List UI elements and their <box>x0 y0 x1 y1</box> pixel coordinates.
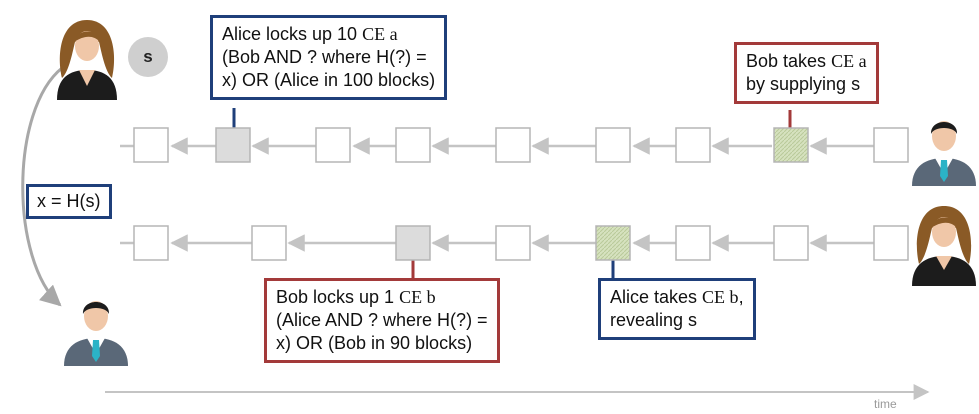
block-taken-ce-a <box>773 127 809 163</box>
block <box>595 127 631 163</box>
bob-lock-callout: Bob locks up 1 CE b (Alice AND ? where H… <box>264 278 500 363</box>
callout-line: Alice takes CE b, <box>610 287 744 307</box>
chain-a <box>120 127 909 163</box>
woman-avatar-icon <box>57 20 117 100</box>
block <box>675 225 711 261</box>
block <box>675 127 711 163</box>
hash-relation-text: x = H(s) <box>37 191 101 211</box>
block <box>315 127 351 163</box>
block <box>251 225 287 261</box>
block <box>133 127 169 163</box>
time-label: time <box>874 397 897 411</box>
man-avatar-icon <box>912 121 976 186</box>
block <box>395 127 431 163</box>
callout-line: (Alice AND ? where H(?) = <box>276 310 488 330</box>
man-avatar-icon <box>64 301 128 366</box>
block <box>873 225 909 261</box>
callout-line: (Bob AND ? where H(?) = <box>222 47 427 67</box>
woman-avatar-icon <box>912 206 976 286</box>
callout-line: x) OR (Alice in 100 blocks) <box>222 70 436 90</box>
bob-take-callout: Bob takes CE a by supplying s <box>734 42 879 104</box>
callout-line: revealing s <box>610 310 698 330</box>
block <box>773 225 809 261</box>
hash-relation-box: x = H(s) <box>26 184 112 219</box>
block <box>873 127 909 163</box>
callout-line: Bob locks up 1 CE b <box>276 287 436 307</box>
chain-b <box>120 225 909 261</box>
block-locked-ce-b <box>395 225 431 261</box>
block <box>495 127 531 163</box>
secret-badge: s <box>128 37 168 77</box>
block-taken-ce-b <box>595 225 631 261</box>
block-locked-ce-a <box>215 127 251 163</box>
alice-lock-callout: Alice locks up 10 CE a (Bob AND ? where … <box>210 15 448 100</box>
alice-take-callout: Alice takes CE b, revealing s <box>598 278 756 340</box>
callout-line: by supplying s <box>746 74 861 94</box>
block <box>133 225 169 261</box>
callout-line: Alice locks up 10 CE a <box>222 24 398 44</box>
callout-line: x) OR (Bob in 90 blocks) <box>276 333 473 353</box>
callout-line: Bob takes CE a <box>746 51 867 71</box>
secret-flow-curve <box>21 66 63 307</box>
block <box>495 225 531 261</box>
